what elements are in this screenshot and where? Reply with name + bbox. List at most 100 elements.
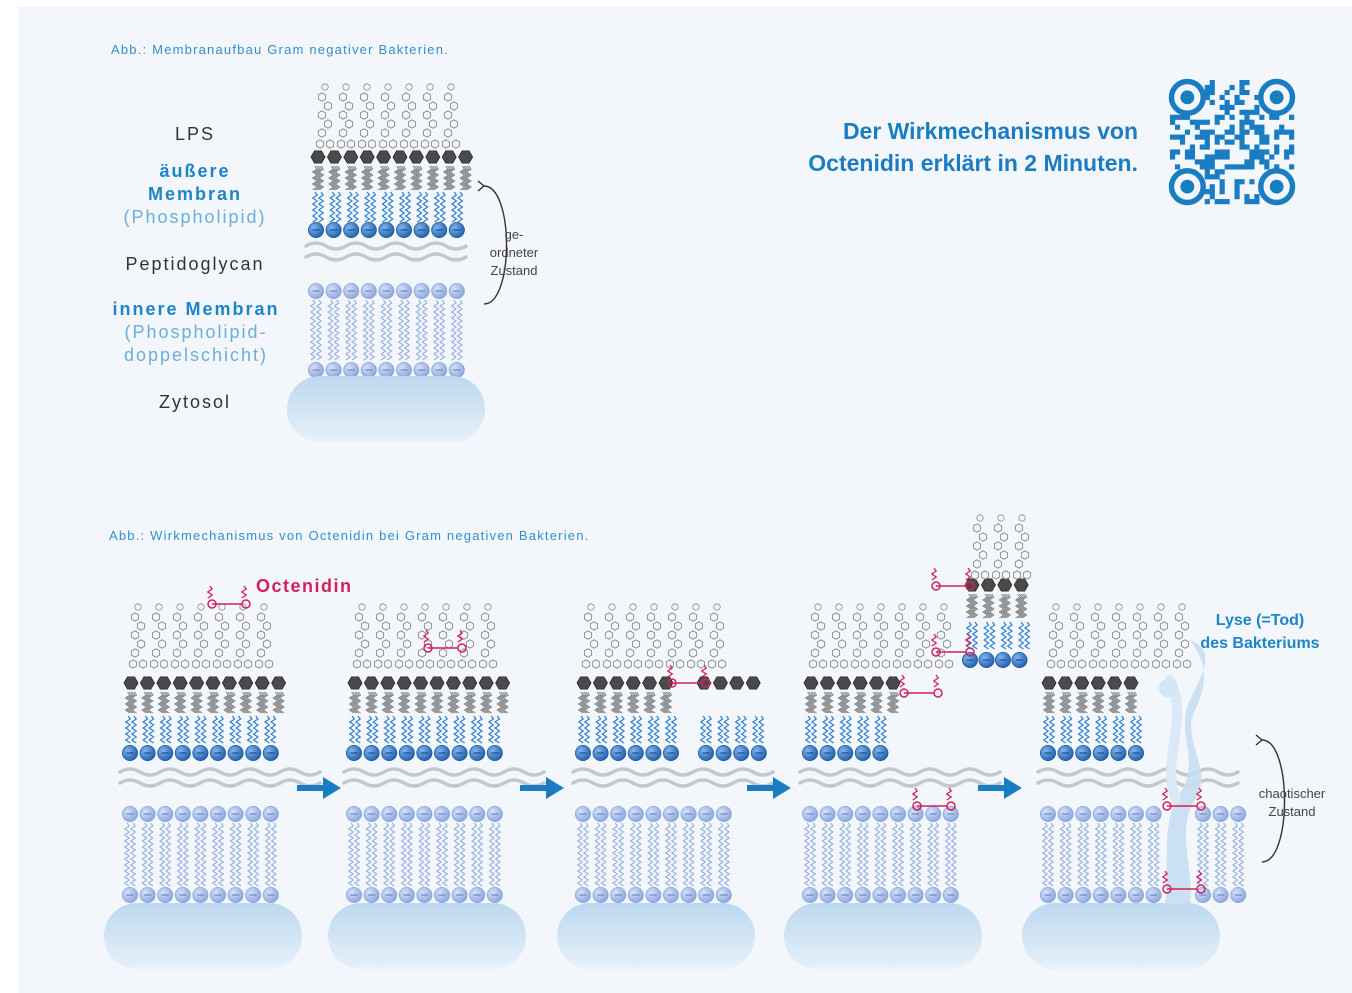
qr-module (1174, 124, 1181, 130)
label-zytosol: Zytosol (158, 392, 232, 412)
lps-chain (394, 612, 414, 669)
qr-module (1244, 159, 1250, 165)
outer-membrane-line2: Membran (147, 184, 242, 204)
lipid-a-shifted (729, 676, 745, 690)
qr-module (1214, 199, 1220, 205)
qr-module (1209, 159, 1215, 165)
lps-chain (686, 612, 706, 669)
qr-module (1269, 114, 1275, 120)
lipid-a (495, 676, 511, 690)
chaotic-state-note: chaotischer Zustand (1247, 785, 1337, 821)
qr-module (1209, 174, 1215, 180)
qr-module (1289, 144, 1295, 150)
octenidin-molecule-tail2 (932, 674, 940, 688)
qr-module (1204, 169, 1210, 175)
detached-lps (970, 523, 990, 580)
label-outer-membrane: äußere Membran (Phospholipid) (110, 160, 280, 229)
lipid-a (625, 676, 641, 690)
lipid-a (1074, 676, 1090, 690)
qr-module (1209, 189, 1215, 195)
octenidin-detached-2-tail2 (964, 633, 972, 647)
octenidin-molecule-inner-ring2 (946, 801, 956, 811)
lps-chain-charge (608, 603, 616, 611)
lipid-a (836, 676, 852, 690)
lps-chain-charge (197, 603, 205, 611)
lipid-a (221, 676, 237, 690)
qr-module (1199, 159, 1205, 165)
octenidin-molecule-tail2 (240, 585, 248, 599)
qr-finder (1168, 78, 1206, 116)
qr-module (1224, 104, 1230, 110)
lps-chain-charge (218, 603, 226, 611)
lps-chain (352, 612, 372, 669)
qr-module (1229, 104, 1235, 110)
qr-module (1274, 134, 1280, 140)
octenidin-molecule-a-tail2 (1195, 787, 1203, 801)
inner-membrane-tails (803, 822, 958, 887)
qr-module (1284, 149, 1290, 155)
outer-core-tails (577, 691, 673, 714)
qr-module (1239, 89, 1245, 96)
headline[interactable]: Der Wirkmechanismus von Octenidin erklär… (808, 115, 1138, 179)
leaking-stream (1165, 675, 1183, 805)
qr-module (1204, 134, 1210, 140)
qr-module (1170, 134, 1176, 140)
qr-module (1239, 124, 1245, 130)
qr-module (1284, 129, 1290, 135)
lps-chain-charge (379, 603, 387, 611)
lps-chain-charge (442, 603, 450, 611)
qr-module (1170, 119, 1176, 125)
qr-module (1244, 199, 1250, 205)
qr-code[interactable] (1168, 78, 1296, 206)
lipid-a (852, 676, 868, 690)
lipid-a (376, 150, 392, 164)
qr-module (1209, 184, 1215, 190)
qr-module (1204, 129, 1210, 135)
octenidin-detached-1-tail2 (964, 567, 972, 581)
lps-chain-charge (877, 603, 885, 611)
lipid-a (458, 150, 474, 164)
qr-module (1259, 159, 1265, 165)
octenidin-molecule-b-tail2 (1195, 870, 1203, 884)
lps-chain (1130, 612, 1150, 669)
inner-membrane-line3: doppelschicht) (123, 345, 269, 365)
qr-module (1259, 149, 1265, 155)
inner-membrane-line2: (Phospholipid- (124, 322, 268, 342)
lipid-a (205, 676, 221, 690)
lps-chain-charge (1136, 603, 1144, 611)
qr-module (1244, 144, 1250, 150)
outer-membrane-tails (348, 715, 501, 744)
octenidin-molecule-ring2 (701, 678, 711, 688)
cytosol (784, 903, 982, 969)
qr-module (1244, 129, 1250, 135)
process-arrow-3-head (773, 777, 791, 799)
qr-module (1234, 99, 1240, 105)
qr-module (1239, 179, 1245, 185)
qr-module (1199, 134, 1205, 140)
lps-chain-charge (384, 83, 392, 91)
qr-module (1254, 199, 1260, 205)
lps-chain-charge (1094, 603, 1102, 611)
top-membrane-diagram (287, 83, 508, 442)
qr-module (1229, 124, 1235, 130)
lps-chain (457, 612, 477, 669)
qr-module (1214, 154, 1220, 160)
lipid-a-detached (1013, 578, 1029, 592)
chaotic-state-arrow (1261, 739, 1286, 863)
lipid-a (408, 150, 424, 164)
qr-module (1244, 119, 1250, 125)
qr-module (1249, 164, 1255, 170)
detached-lps (991, 523, 1011, 580)
qr-module (1184, 154, 1191, 160)
octenidin-molecule-tail2 (700, 664, 708, 678)
qr-finder (1258, 78, 1296, 116)
octenidin-molecule-a-ring2 (1196, 801, 1206, 811)
qr-module (1170, 154, 1176, 160)
lps-chain (336, 92, 356, 149)
qr-module (1254, 124, 1260, 130)
lps-chain-charge (1052, 603, 1060, 611)
outer-membrane-tails (124, 715, 277, 744)
lps-chain (1151, 612, 1171, 669)
qr-module (1194, 119, 1200, 125)
